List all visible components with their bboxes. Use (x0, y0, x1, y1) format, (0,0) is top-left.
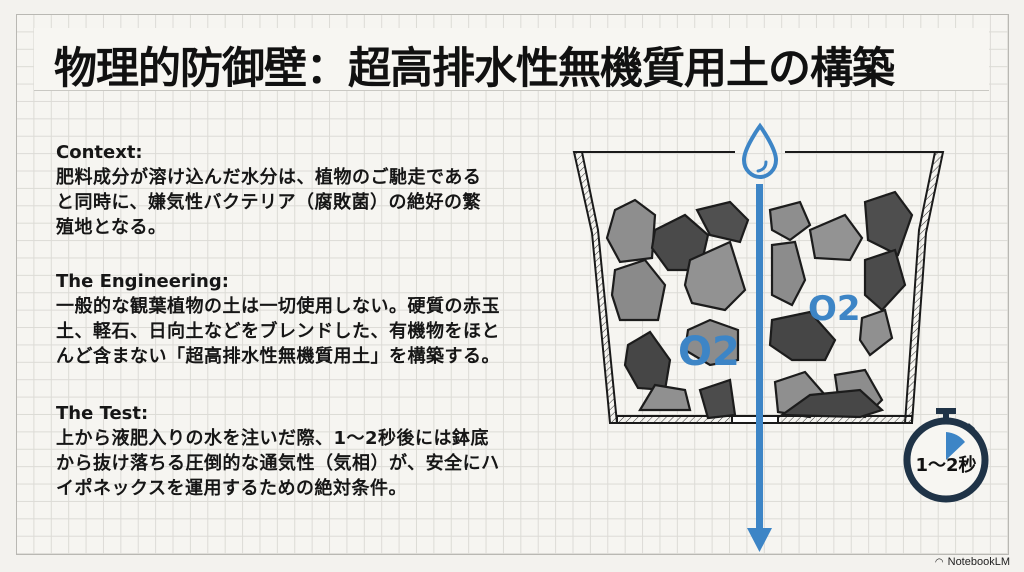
section-line: イポネックスを運用するための絶対条件。 (56, 478, 407, 499)
pot-diagram: O2 O2 1〜2秒 (572, 122, 989, 552)
grid-background (16, 14, 1009, 555)
section-line: 土、軽石、日向土などをブレンドした、有機物をほと (56, 321, 500, 342)
stones (605, 190, 914, 420)
notebooklm-logo-icon: ◠ (934, 556, 944, 568)
section-context: Context: 肥料成分が溶け込んだ水分は、植物のご馳走である と同時に、嫌気… (56, 141, 536, 240)
section-test: The Test: 上から液肥入りの水を注いだ際、1〜2秒後には鉢底 から抜け落… (56, 402, 536, 501)
section-line: んど含まない「超高排水性無機質用土」を構築する。 (56, 346, 500, 367)
section-line: 殖地となる。 (56, 217, 167, 238)
section-line: 一般的な観葉植物の土は一切使用しない。硬質の赤玉 (56, 296, 500, 317)
section-line: と同時に、嫌気性バクテリア（腐敗菌）の絶好の繁 (56, 192, 481, 213)
title-bar (34, 28, 989, 91)
oxygen-label-right: O2 (808, 289, 861, 329)
notebooklm-brand: ◠ NotebookLM (935, 556, 1010, 568)
section-line: 上から液肥入りの水を注いだ際、1〜2秒後には鉢底 (56, 428, 490, 449)
page-title: 物理的防御壁：超高排水性無機質用土の構築 (54, 44, 895, 94)
section-line: 肥料成分が溶け込んだ水分は、植物のご馳走である (56, 167, 482, 188)
oxygen-label-left: O2 (678, 329, 740, 375)
section-line: から抜け落ちる圧倒的な通気性（気相）が、安全にハ (56, 453, 500, 474)
timer-label: 1〜2秒 (915, 454, 976, 476)
down-arrow-icon (747, 184, 772, 552)
section-heading: The Engineering: (56, 271, 229, 292)
brand-label: NotebookLM (947, 556, 1010, 568)
section-heading: The Test: (56, 403, 149, 424)
section-engineering: The Engineering: 一般的な観葉植物の土は一切使用しない。硬質の赤… (56, 270, 536, 369)
section-heading: Context: (56, 142, 143, 163)
water-drop-icon (741, 122, 779, 180)
stopwatch-icon (903, 408, 989, 503)
pot-outline (572, 151, 945, 424)
